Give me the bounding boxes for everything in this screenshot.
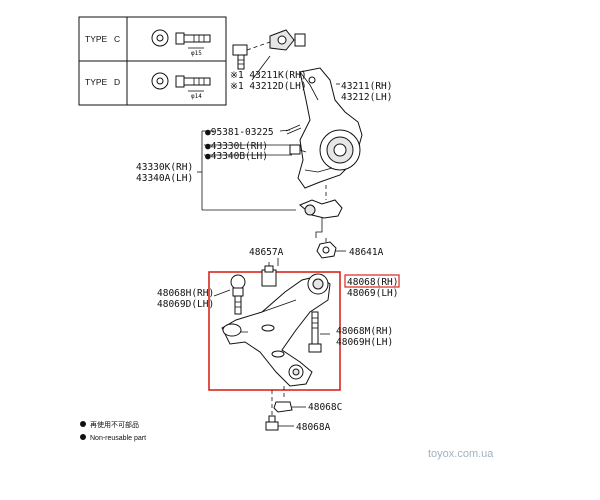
type-c-diameter: φ15 (191, 50, 202, 57)
nut-48641a-illustration (316, 238, 337, 259)
bushing-48657a-illustration (261, 262, 277, 287)
type-d-word: TYPE (85, 77, 108, 87)
label-48069h: 48069H(LH) (336, 337, 393, 348)
bolt-48068m-illustration (308, 311, 322, 353)
label-43330l: ●43330L(RH) (205, 141, 268, 152)
label-43330k: 43330K(RH) (136, 162, 193, 173)
bolt-48068h-illustration (230, 274, 246, 315)
type-c-word: TYPE (85, 34, 108, 44)
label-48641a: 48641A (349, 247, 384, 258)
label-48068a: 48068A (296, 422, 331, 433)
type-c-bolt-icon (175, 32, 211, 49)
bullet-dot-icon (80, 434, 86, 440)
label-43340a: 43340A(LH) (136, 173, 193, 184)
top-bolt-nut-illustration (232, 29, 306, 70)
ball-joint-illustration (299, 185, 343, 238)
lower-control-arm-illustration (221, 273, 331, 387)
label-48069-lh: 48069(LH) (347, 288, 398, 299)
label-48068-highlight-box (344, 274, 400, 288)
label-48069d: 48069D(LH) (157, 299, 214, 310)
type-d-code: D (114, 77, 120, 87)
watermark: toyox.com.ua (428, 448, 494, 460)
label-48068c: 48068C (308, 402, 342, 413)
label-43340b: ●43340B(LH) (205, 151, 268, 162)
type-c-nut-icon (151, 29, 169, 47)
steering-knuckle-illustration (297, 67, 363, 189)
label-43212: 43212(LH) (341, 92, 392, 103)
label-48657a: 48657A (249, 247, 284, 258)
label-43212d: ※1 43212D(LH) (230, 81, 307, 92)
type-table: TYPE C φ15 TYPE D φ14 (78, 16, 227, 106)
legend-line-en: Non-reusable part (90, 435, 146, 442)
label-48068h: 48068H(RH) (157, 288, 214, 299)
type-c-code: C (114, 34, 120, 44)
leader-lines-lower (213, 258, 330, 427)
type-d-nut-icon (151, 72, 169, 90)
bracket-lines (197, 55, 346, 252)
legend: 再使用不可部品 Non-reusable part (80, 420, 146, 442)
legend-line-jp: 再使用不可部品 (90, 420, 139, 429)
label-48068-rh: 48068(RH) (347, 277, 398, 288)
type-d-diameter: φ14 (191, 93, 202, 100)
bullet-dot-icon (80, 421, 86, 427)
bottom-nut-48068c-illustration (273, 386, 293, 413)
label-43211: 43211(RH) (341, 81, 392, 92)
label-95381: ●95381-03225 (205, 127, 274, 138)
type-d-bolt-icon (175, 75, 211, 92)
label-48068m: 48068M(RH) (336, 326, 393, 337)
label-43211k: ※1 43211K(RH) (230, 70, 307, 81)
